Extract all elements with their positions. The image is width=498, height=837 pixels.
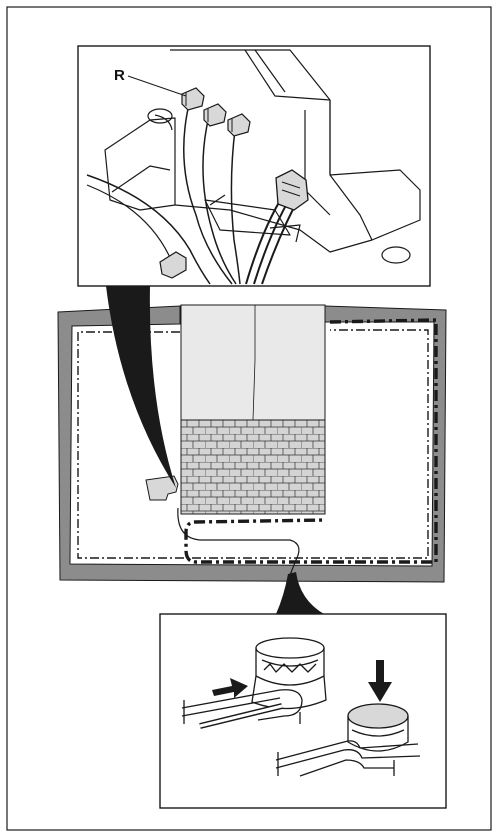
label-r: R — [114, 67, 125, 84]
driveway-area — [181, 305, 325, 420]
top-inset: R — [78, 46, 430, 286]
paved-patio — [181, 420, 325, 514]
top-inset-frame — [78, 46, 430, 286]
bottom-inset — [160, 614, 446, 808]
site-plan — [58, 305, 446, 582]
